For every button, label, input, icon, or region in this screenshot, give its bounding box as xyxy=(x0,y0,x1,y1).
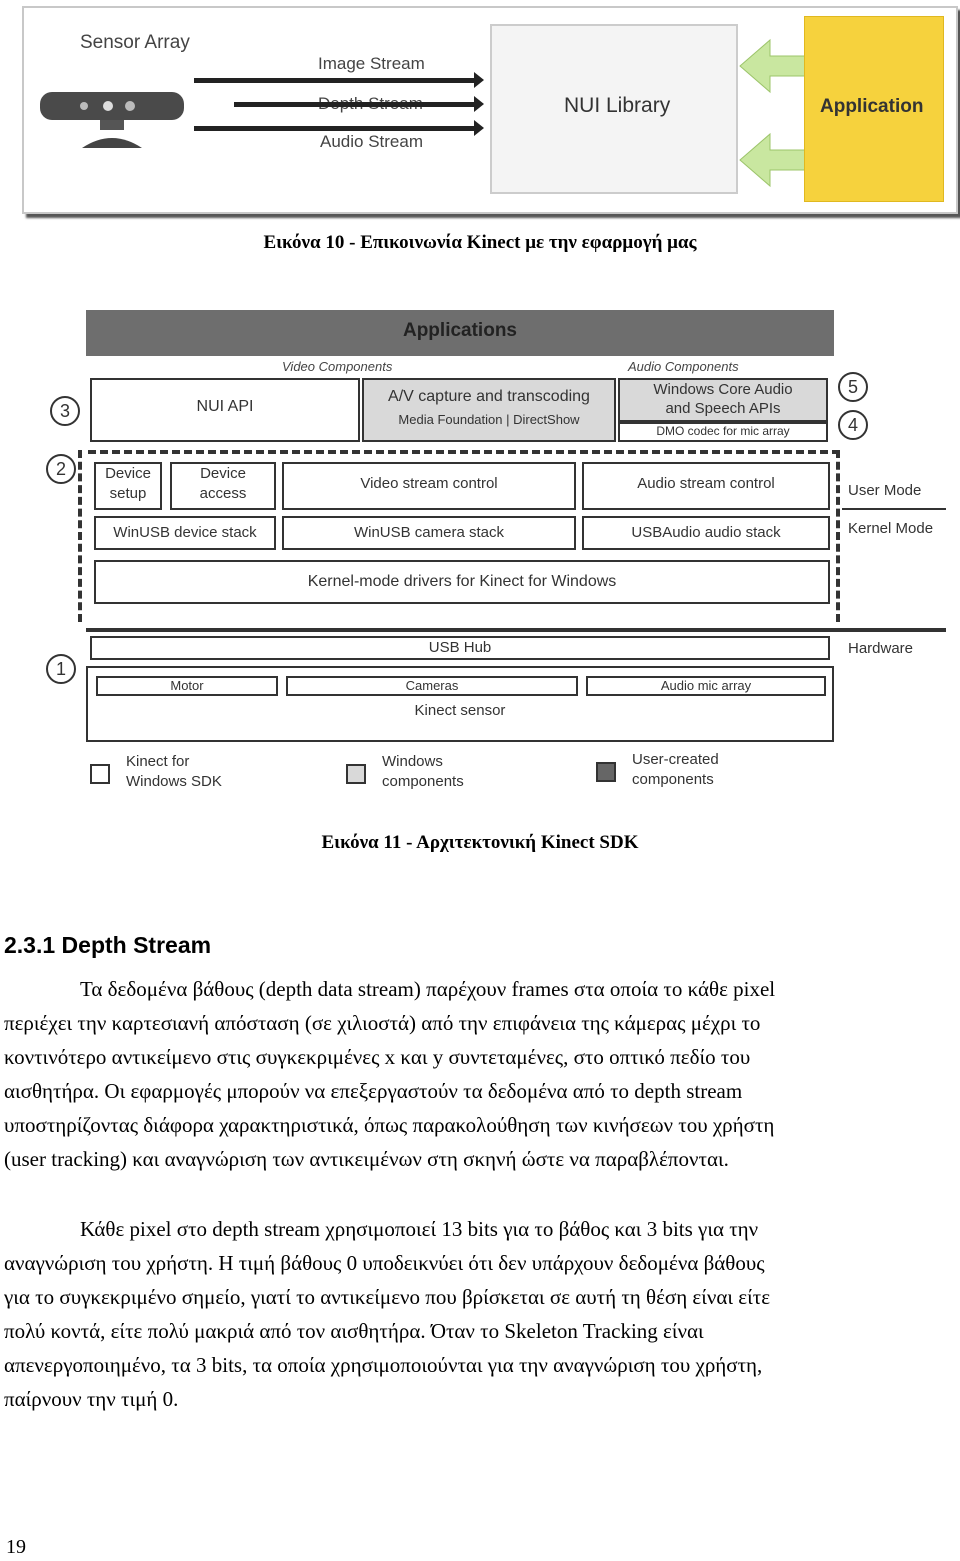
hardware-divider xyxy=(86,628,946,632)
figure-kinect-communication: Sensor Array Image Stream Depth Stream A… xyxy=(22,6,958,214)
paragraph-2-line-4: πολύ κοντά, είτε πολύ μακριά από τον αισ… xyxy=(4,1319,704,1343)
stream-arrows xyxy=(194,72,484,136)
paragraph-2-line-3: για το συγκεκριμένο σημείο, γιατί το αντ… xyxy=(4,1285,771,1309)
image-stream-label: Image Stream xyxy=(318,54,425,73)
usb-hub-label: USB Hub xyxy=(428,639,492,656)
paragraph-2: Κάθε pixel στο depth stream χρησιμοποιεί… xyxy=(4,1212,954,1416)
audio-stream-label: Audio Stream xyxy=(320,132,423,151)
figure-kinect-sdk-architecture: Applications Video Components Audio Comp… xyxy=(0,300,960,810)
cameras-box xyxy=(286,676,578,696)
audio-mic-array-label: Audio mic array xyxy=(660,678,752,693)
legend-sdk-text-2: Windows SDK xyxy=(126,773,222,790)
audio-stream-control-label: Audio stream control xyxy=(637,475,775,492)
legend-user-label: User-created components xyxy=(632,750,719,790)
marker-4: 4 xyxy=(838,410,868,440)
marker-5: 5 xyxy=(838,372,868,402)
usbaudio-stack-label: USBAudio audio stack xyxy=(631,524,781,541)
application-box xyxy=(804,16,944,202)
legend-user-text-1: User-created xyxy=(632,751,719,768)
sensor-array-label: Sensor Array xyxy=(80,32,190,53)
cameras-label: Cameras xyxy=(405,678,459,693)
paragraph-2-line-2: αναγνώριση του χρήστη. Η τιμή βάθους 0 υ… xyxy=(4,1251,765,1275)
audio-components-label: Audio Components xyxy=(628,359,739,374)
frame-right-dashed xyxy=(836,450,840,622)
legend-user-swatch xyxy=(596,762,616,782)
windows-core-audio-label: Windows Core Audio and Speech APIs xyxy=(618,380,828,418)
device-access-label: Device access xyxy=(170,464,276,504)
applications-label: Applications xyxy=(402,320,517,341)
windows-core-audio-box xyxy=(618,378,828,422)
nui-library-label: NUI Library xyxy=(564,94,671,117)
av-capture-label: A/V capture and transcoding xyxy=(388,388,590,405)
kernel-mode-label: Kernel Mode xyxy=(848,520,934,537)
video-stream-control-box xyxy=(282,462,576,510)
paragraph-1-line-3: κοντινότερο αντικείμενο στις συγκεκριμέν… xyxy=(4,1045,751,1069)
media-foundation-label: Media Foundation | DirectShow xyxy=(398,412,580,427)
nui-api-label: NUI API xyxy=(196,398,254,415)
marker-3: 3 xyxy=(50,396,80,426)
dmo-codec-box xyxy=(618,422,828,442)
motor-label: Motor xyxy=(170,678,204,693)
av-capture-box xyxy=(362,378,616,442)
user-mode-label: User Mode xyxy=(848,482,922,499)
data-flow-arrows xyxy=(739,38,806,188)
figure-caption-10: Εικόνα 10 - Επικοινωνία Kinect με την εφ… xyxy=(263,232,697,253)
legend-sdk-text-1: Kinect for xyxy=(126,753,190,770)
paragraph-1-line-1: Τα δεδομένα βάθους (depth data stream) π… xyxy=(80,977,776,1001)
separator-dashed-1 xyxy=(88,450,840,454)
kinect-sensor-label: Kinect sensor xyxy=(414,702,506,719)
paragraph-2-line-5: απενεργοποιημένο, τα 3 bits, τα οποία χρ… xyxy=(4,1353,763,1377)
marker-2: 2 xyxy=(46,454,76,484)
device-setup-text-2: setup xyxy=(109,485,147,502)
video-components-label: Video Components xyxy=(282,359,393,374)
paragraph-2-line-6: παίρνουν την τιμή 0. xyxy=(4,1387,179,1411)
legend-windows-swatch xyxy=(346,764,366,784)
legend-win-text-1: Windows xyxy=(382,753,443,770)
winusb-camera-stack-label: WinUSB camera stack xyxy=(353,524,505,541)
user-kernel-divider xyxy=(842,508,946,510)
paragraph-1-line-2: περιέχει την καρτεσιανή απόσταση (σε χιλ… xyxy=(4,1011,761,1035)
device-setup-box xyxy=(94,462,162,510)
winusb-device-stack-box xyxy=(94,516,276,550)
figure-caption-11: Εικόνα 11 - Αρχιτεκτονική Kinect SDK xyxy=(321,832,639,853)
marker-1: 1 xyxy=(46,654,76,684)
section-heading: 2.3.1 Depth Stream xyxy=(4,932,212,958)
paragraph-1-line-6: (user tracking) και αναγνώριση των αντικ… xyxy=(4,1147,729,1171)
kernel-drivers-box xyxy=(94,560,830,604)
legend-win-text-2: components xyxy=(382,773,464,790)
winusb-device-stack-label: WinUSB device stack xyxy=(113,524,257,541)
usb-hub-box xyxy=(90,636,830,660)
device-access-box xyxy=(170,462,276,510)
dmo-codec-label: DMO codec for mic array xyxy=(656,424,790,438)
application-label: Application xyxy=(820,96,924,117)
usbaudio-stack-box xyxy=(582,516,830,550)
kinect-sensor-icon xyxy=(38,90,186,148)
legend-sdk-swatch xyxy=(90,764,110,784)
paragraph-2-line-1: Κάθε pixel στο depth stream χρησιμοποιεί… xyxy=(80,1217,759,1241)
applications-bar xyxy=(86,310,834,356)
core-audio-text: Windows Core Audio xyxy=(653,381,793,398)
nui-api-box xyxy=(90,378,360,442)
hardware-label: Hardware xyxy=(848,640,914,657)
nui-library-box xyxy=(490,24,738,194)
winusb-camera-stack-box xyxy=(282,516,576,550)
video-stream-control-label: Video stream control xyxy=(360,475,498,492)
legend-user-text-2: components xyxy=(632,771,714,788)
motor-box xyxy=(96,676,278,696)
speech-apis-text: and Speech APIs xyxy=(665,400,781,417)
page-number: 19 xyxy=(6,1536,26,1558)
legend-windows-label: Windows components xyxy=(382,752,464,792)
audio-mic-array-box xyxy=(586,676,826,696)
paragraph-1: Τα δεδομένα βάθους (depth data stream) π… xyxy=(4,972,954,1176)
device-setup-label: Device setup xyxy=(94,464,162,504)
paragraph-1-line-5: υποστηρίζοντας διάφορα χαρακτηριστικά, ό… xyxy=(4,1113,775,1137)
frame-left-dashed xyxy=(78,450,82,622)
device-access-text-1: Device xyxy=(200,465,246,482)
paragraph-1-line-4: αισθητήρα. Οι εφαρμογές μπορούν να επεξε… xyxy=(4,1079,743,1103)
kernel-drivers-label: Kernel-mode drivers for Kinect for Windo… xyxy=(307,573,617,590)
device-setup-text-1: Device xyxy=(105,465,151,482)
audio-stream-control-box xyxy=(582,462,830,510)
device-access-text-2: access xyxy=(199,485,247,502)
